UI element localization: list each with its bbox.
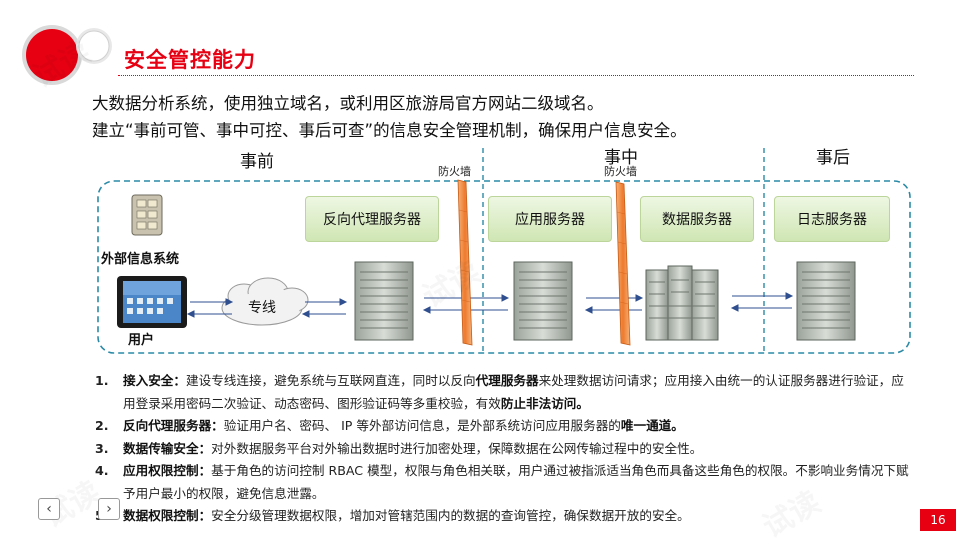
user-label: 用户 [128,333,155,348]
arrows-cloud-proxy [301,298,348,318]
list-term: 数据权限控制： [123,508,212,523]
external-system-icon [131,194,163,236]
data-server-box: 数据服务器 [640,196,754,242]
dedicated-line-label: 专线 [248,300,276,316]
list-number: 1. [95,373,109,388]
list-term: 应用权限控制： [123,463,212,478]
list-item: 2. 反向代理服务器：验证用户名、密码、 IP 等外部访问信息，是外部系统访问应… [95,415,915,438]
intro-line-2: 建立“事前可管、事中可控、事后可查”的信息安全管理机制，确保用户信息安全。 [92,121,687,140]
list-term: 数据传输安全： [123,440,212,456]
app-server-icon [513,261,573,341]
firewall-icon-2 [615,181,631,346]
log-server-box: 日志服务器 [774,196,890,242]
intro-line-1: 大数据分析系统，使用独立域名，或利用区旅游局官方网站二级域名。 [92,94,604,113]
app-server-box: 应用服务器 [488,196,612,242]
firewall-label-1: 防火墙 [438,165,471,178]
list-item: 1. 接入安全：建设专线连接，避免系统与互联网直连，同时以反向代理服务器来处理数… [95,370,915,415]
list-text: 建设专线连接，避免系统与互联网直连，同时以反向 [185,373,476,388]
arrows-user-cloud [186,298,234,318]
arrows-app-data [584,294,644,314]
next-page-button[interactable]: › [98,498,120,520]
logo-icon [22,25,112,85]
arrows-data-log [730,292,794,312]
prev-page-button[interactable]: ‹ [38,498,60,520]
page-number-badge: 16 [920,509,956,531]
list-item: 4. 应用权限控制：基于角色的访问控制 RBAC 模型，权限与角色相关联，用户通… [95,460,915,505]
proxy-server-icon [354,261,414,341]
list-number: 3. [95,440,109,456]
list-number: 2. [95,418,109,433]
phase-label-after: 事后 [816,148,850,168]
phase-label-before: 事前 [240,152,274,172]
cloud-icon [221,277,309,326]
list-text: 来处理数据访问请求；应用接入由统一的认证服务器进行验证，应用登录采用密码二次验证… [123,373,904,411]
proxy-server-box: 反向代理服务器 [305,196,439,242]
list-text: 安全分级管理数据权限，增加对管辖范围内的数据的查询管控，确保数据开放的安全。 [211,508,690,523]
list-text: 基于角色的访问控制 RBAC 模型，权限与角色相关联，用户通过被指派适当角色而具… [123,463,909,501]
list-item: 3. 数据传输安全：对外数据服务平台对外输出数据时进行加密处理，保障数据在公网传… [95,438,915,461]
list-text: 对外数据服务平台对外输出数据时进行加密处理，保障数据在公网传输过程中的安全性。 [211,440,703,456]
list-term: 接入安全： [123,373,186,388]
title-divider [118,75,914,76]
page-title: 安全管控能力 [124,48,256,72]
data-server-icon [645,265,719,341]
tablet-icon [117,276,187,328]
phase-label-during: 事中 [604,148,638,168]
log-server-icon [796,261,856,341]
list-term: 反向代理服务器： [123,418,224,433]
list-emphasis: 唯一通道。 [620,418,684,433]
security-measures-list: 1. 接入安全：建设专线连接，避免系统与互联网直连，同时以反向代理服务器来处理数… [95,370,915,528]
firewall-label-2: 防火墙 [604,165,637,178]
diagram-container [97,180,911,354]
list-number: 4. [95,463,109,478]
external-system-label: 外部信息系统 [101,252,180,267]
list-text: 验证用户名、密码、 IP 等外部访问信息，是外部系统访问应用服务器的 [223,418,621,433]
firewall-icon-1 [457,179,473,346]
list-emphasis: 代理服务器 [475,373,539,388]
list-emphasis: 防止非法访问。 [500,395,589,411]
